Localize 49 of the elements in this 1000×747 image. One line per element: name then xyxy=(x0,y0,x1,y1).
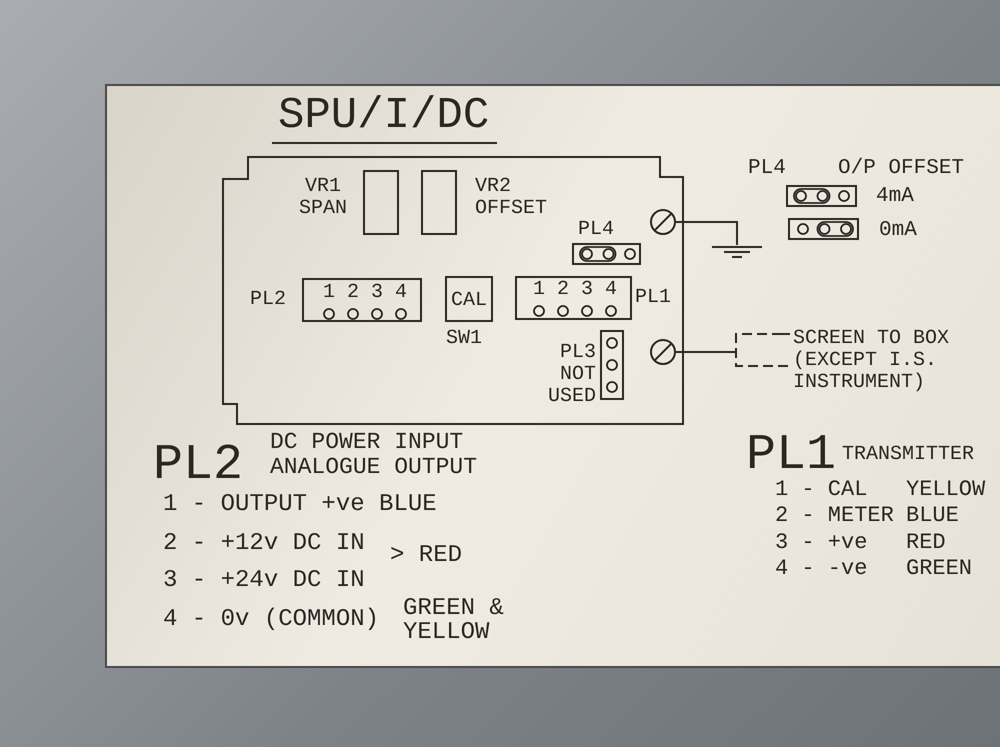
switch-box xyxy=(445,276,493,322)
wiring-text: > RED xyxy=(390,543,462,570)
wiring-text: GREEN & YELLOW xyxy=(403,597,505,645)
jumper-header xyxy=(788,218,859,240)
screw-terminal xyxy=(650,339,676,365)
wiring-text: 1 - OUTPUT +ve BLUE xyxy=(163,492,437,518)
part-label: VR2 OFFSET xyxy=(475,176,548,220)
screw-terminal xyxy=(650,209,676,235)
part-label: VR1 SPAN xyxy=(298,176,348,220)
wiring-text: 4 - -ve xyxy=(775,557,868,582)
wiring-note: SCREEN TO BOX (EXCEPT I.S. INSTRUMENT) xyxy=(793,328,950,394)
wiring-text: 2 - +12v DC IN xyxy=(163,531,365,558)
title: SPU/I/DC xyxy=(272,92,498,144)
pin-header xyxy=(515,276,632,320)
wiring-text: YELLOW xyxy=(906,478,986,502)
wiring-text: GREEN xyxy=(906,557,972,582)
part-label: PL2 xyxy=(250,289,286,311)
wiring-text: BLUE xyxy=(906,504,959,528)
part-label: PL4 xyxy=(578,219,614,241)
ground-symbol xyxy=(712,245,762,259)
part-label: SW1 xyxy=(446,328,482,350)
wiring-text: 3 - +ve xyxy=(775,531,868,556)
potentiometer-box xyxy=(363,170,399,235)
wiring-text: 2 - METER xyxy=(775,504,894,528)
switch-label: CAL xyxy=(450,290,488,312)
part-label: 4mA xyxy=(876,185,914,208)
wiring-text: 3 - +24v DC IN xyxy=(163,568,365,594)
dashed-bracket xyxy=(735,332,790,368)
wiring-text: RED xyxy=(906,531,946,556)
wiring-text: ANALOGUE OUTPUT xyxy=(270,455,478,480)
pin-header xyxy=(302,278,422,322)
jumper-header xyxy=(600,330,624,400)
potentiometer-box xyxy=(421,170,457,235)
wiring-text: 4 - 0v (COMMON) xyxy=(163,607,380,634)
part-label: PL3 NOT USED xyxy=(546,342,596,408)
wiring-text: DC POWER INPUT xyxy=(270,430,464,456)
jumper-header xyxy=(786,185,857,207)
pin-numbers: 1 2 3 4 xyxy=(323,282,408,304)
wiring-text: O/P OFFSET xyxy=(838,157,964,180)
wiring-text: PL4 xyxy=(748,157,786,180)
circuit-board-outline xyxy=(223,157,683,424)
jumper-header xyxy=(572,243,641,265)
part-label: PL1 xyxy=(635,287,672,309)
wiring-text: TRANSMITTER xyxy=(842,444,974,466)
wire xyxy=(676,221,738,245)
connector-heading: PL2 xyxy=(153,438,244,493)
wire xyxy=(676,351,735,353)
part-label: 0mA xyxy=(879,219,917,242)
pin-numbers: 1 2 3 4 xyxy=(533,279,618,301)
